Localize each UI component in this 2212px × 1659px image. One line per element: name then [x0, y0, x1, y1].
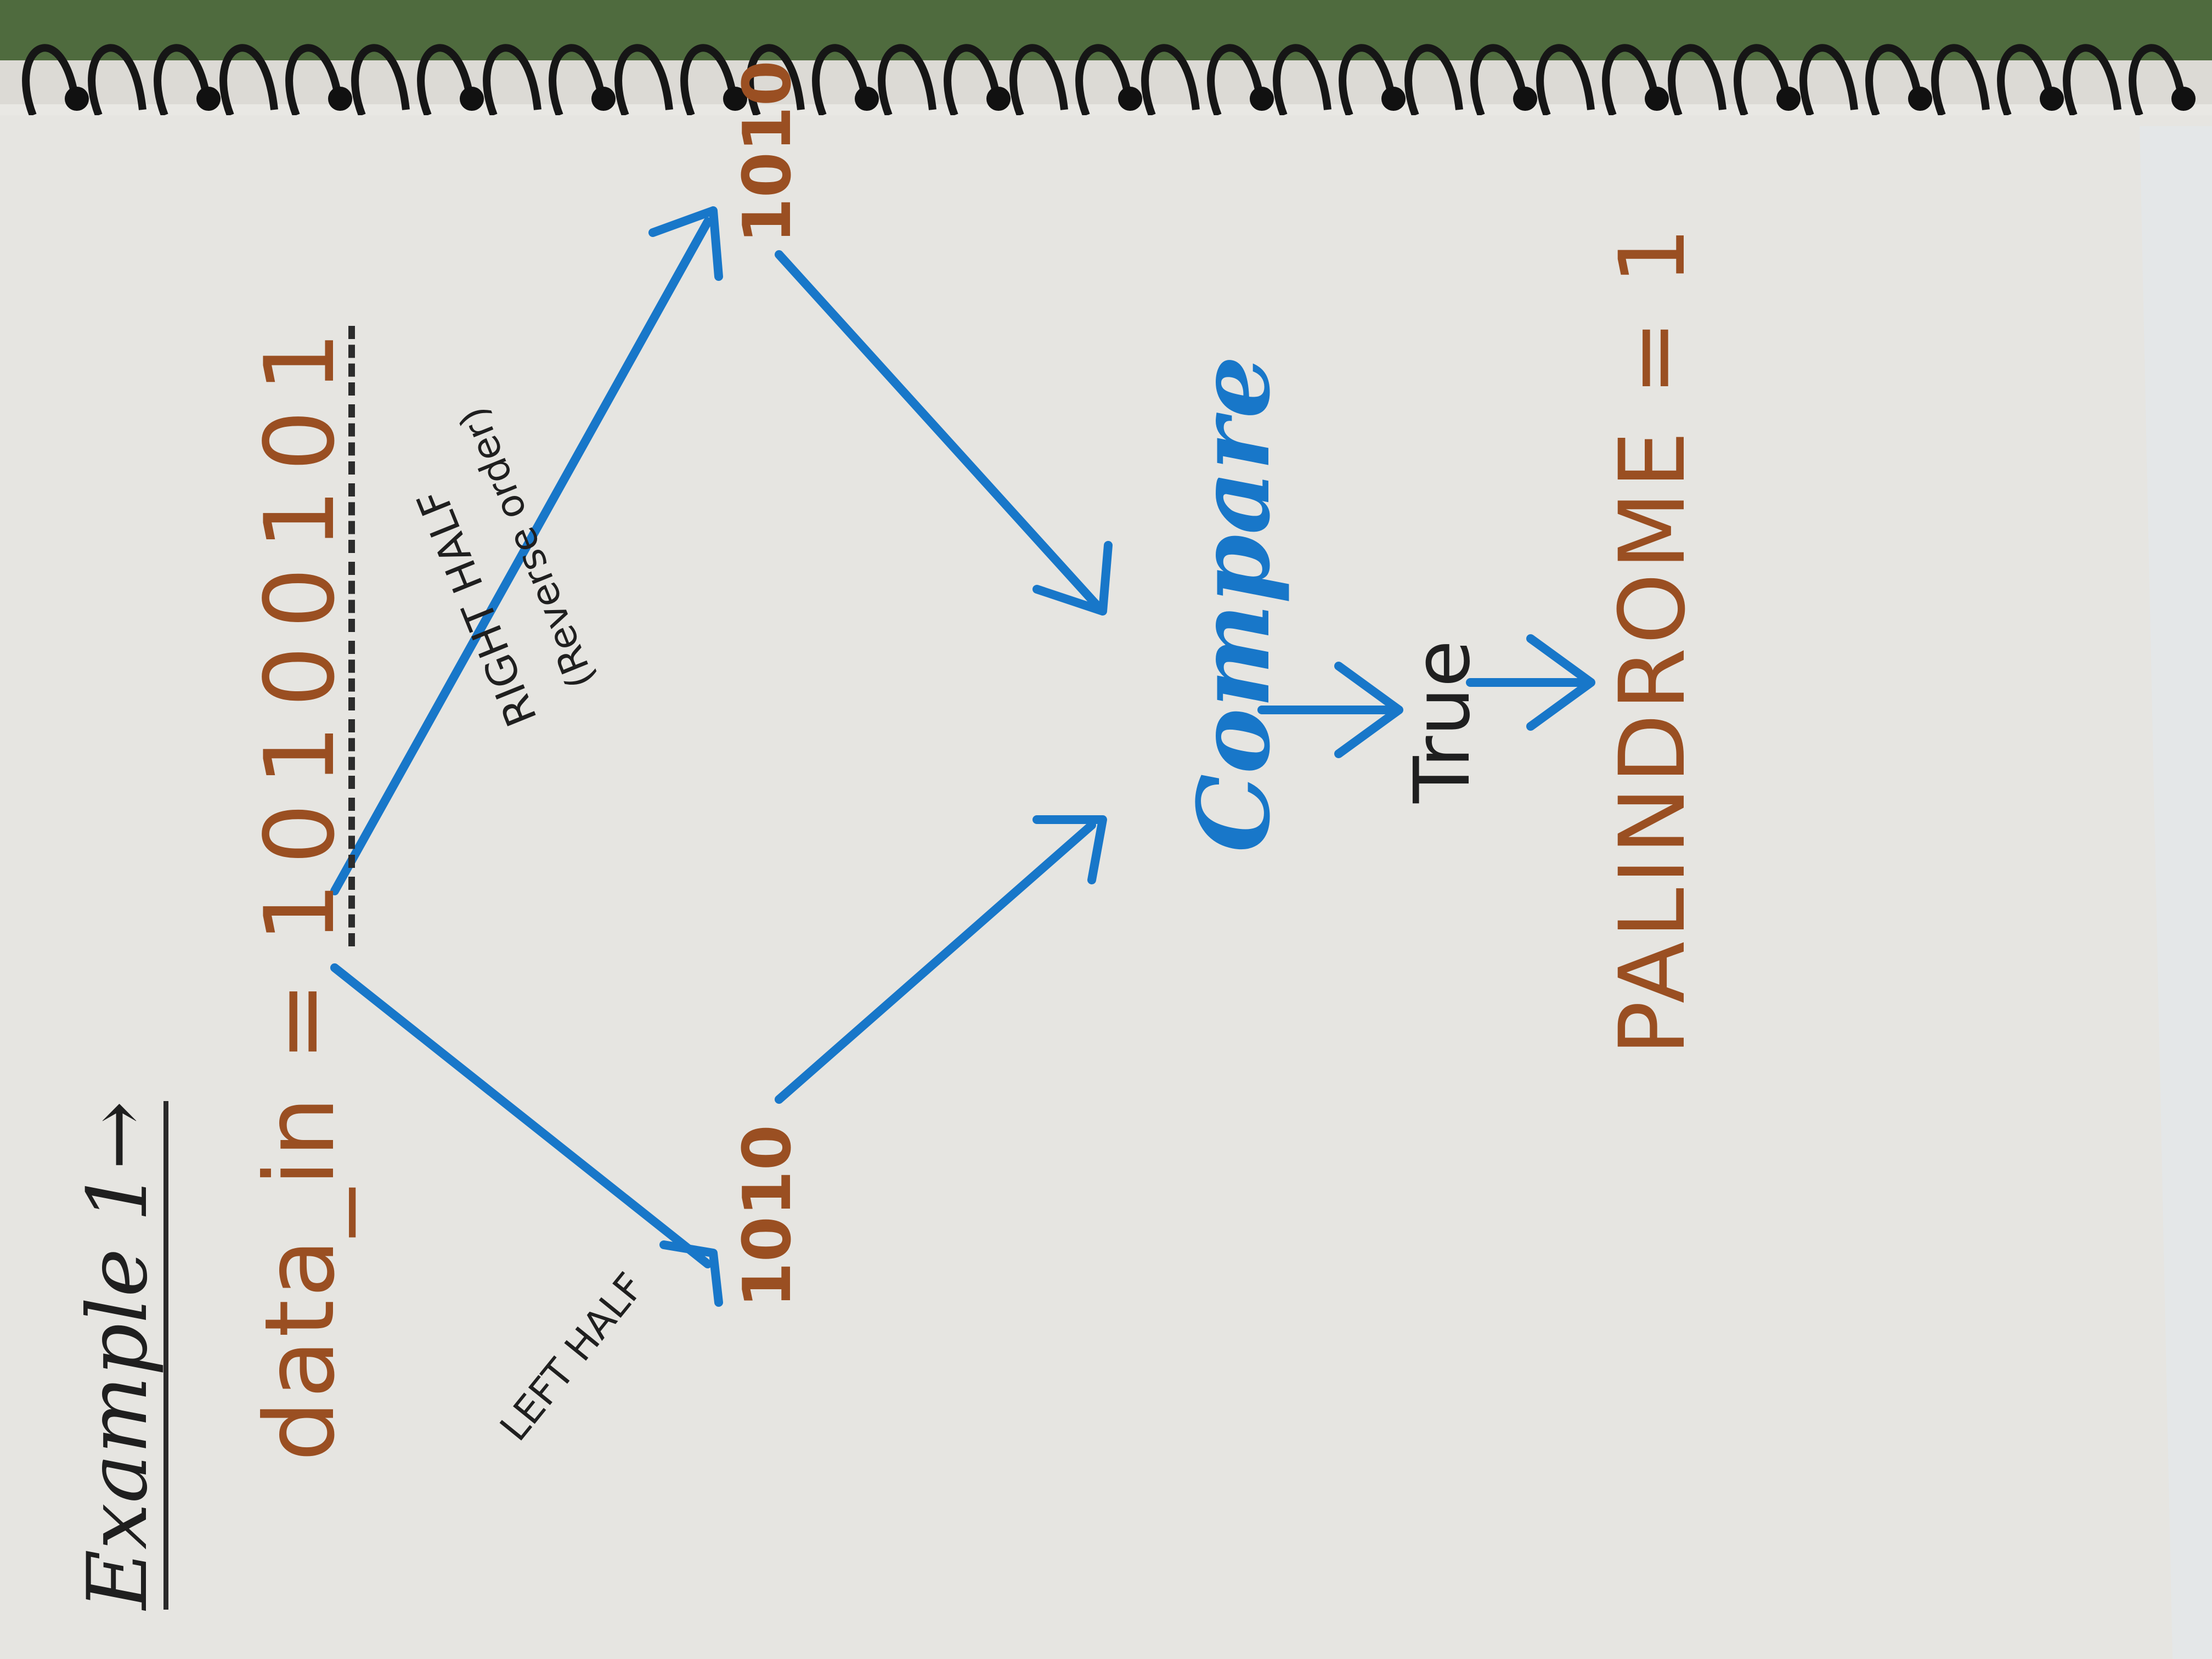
left-half-arrow: [330, 963, 712, 1268]
bit: 1: [245, 719, 356, 789]
data-in-label: data_in =: [245, 946, 356, 1462]
right-to-compare-arrowhead: [1032, 541, 1113, 616]
right-half-arrow: [330, 217, 712, 895]
bit: 0: [245, 798, 356, 868]
compare-to-true-arrowhead: [1334, 662, 1403, 758]
data-in-expression: data_in = 1 0 1 0 0 1 0 1: [245, 317, 356, 1462]
left-to-compare-arrowhead: [1032, 815, 1107, 884]
compare-label: Compare: [1176, 356, 1292, 853]
bit: 1: [245, 876, 356, 946]
true-to-result-arrowhead: [1526, 634, 1595, 731]
right-half-arrowhead: [648, 206, 723, 281]
left-half-arrowhead: [659, 1240, 723, 1307]
bit: 0: [245, 404, 356, 475]
bit: 0: [245, 562, 356, 632]
bit: 0: [245, 640, 356, 710]
left-to-compare-arrow: [775, 821, 1096, 1104]
right-half-value: 1010: [730, 60, 806, 244]
right-to-compare-arrow: [775, 250, 1102, 610]
bit: 1: [245, 326, 356, 396]
example-title: Example 1→: [70, 1101, 168, 1610]
left-half-value: 1010: [730, 1125, 806, 1308]
bit: 1: [245, 483, 356, 554]
palindrome-result: PALINDROME = 1: [1600, 223, 1705, 1056]
true-label: True: [1398, 640, 1487, 803]
bit-sequence: 1 0 1 0 0 1 0 1: [245, 317, 356, 946]
